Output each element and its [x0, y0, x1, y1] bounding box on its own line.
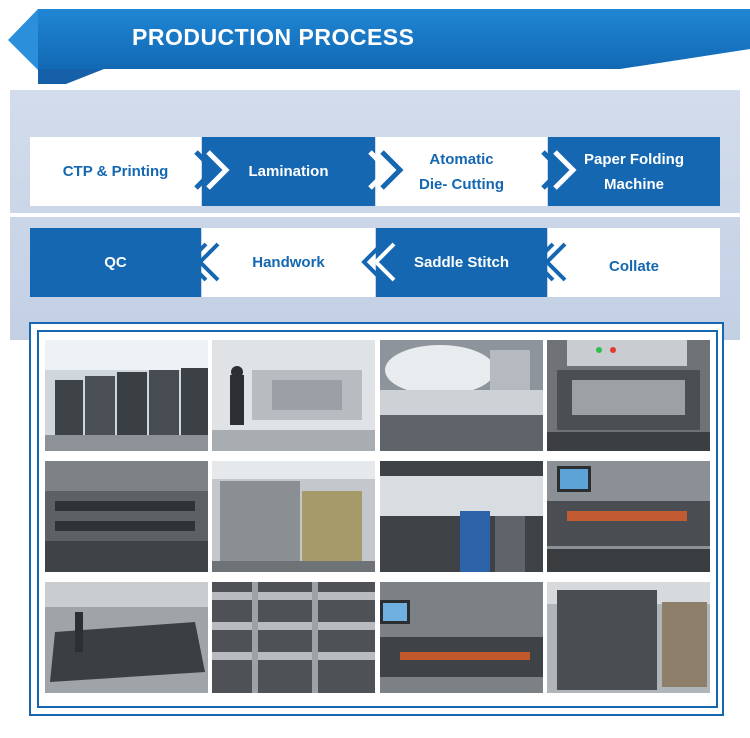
photo-folding-line: [45, 461, 208, 572]
step-ctp-printing: CTP & Printing: [30, 137, 201, 206]
step-label: Lamination: [248, 163, 329, 180]
step-label-line2: Machine: [603, 175, 664, 193]
step-label: Collate: [608, 258, 659, 275]
step-collate: Collate: [548, 228, 720, 297]
photo-paper-rolls: [380, 340, 543, 451]
step-label-line1: Paper Folding: [583, 150, 684, 168]
chevron-right-icon: [368, 150, 404, 190]
header-bar-taper: [620, 49, 750, 69]
photo-control-panel: [380, 582, 543, 693]
photo-printing-press: [45, 340, 208, 451]
step-die-cutting: Atomatic Die- Cutting: [376, 137, 547, 206]
photo-cutting-machine: [547, 582, 710, 693]
chevron-right-icon: [541, 150, 577, 190]
step-label: CTP & Printing: [62, 163, 169, 180]
chevron-left-icon: [361, 242, 396, 282]
photo-handwork-table: [45, 582, 208, 693]
page-title: PRODUCTION PROCESS: [132, 24, 415, 50]
step-qc: QC: [30, 228, 201, 297]
chevron-left-icon: [532, 242, 567, 282]
chevron-left-icon: [185, 242, 220, 282]
photo-lamination-machine: [212, 340, 375, 451]
photo-conveyor-rails: [212, 582, 375, 693]
step-label-line1: Atomatic: [429, 150, 494, 168]
chevron-right-icon: [194, 150, 230, 190]
photo-stitching-unit: [212, 461, 375, 572]
process-band-divider: [10, 213, 740, 217]
step-lamination: Lamination: [202, 137, 375, 206]
photo-film-roller: [380, 461, 543, 572]
photo-collating-machine: [547, 461, 710, 572]
step-handwork: Handwork: [202, 228, 375, 297]
step-label: QC: [104, 254, 127, 271]
step-label-line2: Die- Cutting: [419, 175, 504, 193]
step-saddle-stitch: Saddle Stitch: [376, 228, 547, 297]
photo-die-cutting-machine: [547, 340, 710, 451]
step-label: Handwork: [252, 254, 325, 271]
step-paper-folding: Paper Folding Machine: [548, 137, 720, 206]
step-label: Saddle Stitch: [413, 254, 510, 271]
header-bar: [38, 9, 750, 69]
